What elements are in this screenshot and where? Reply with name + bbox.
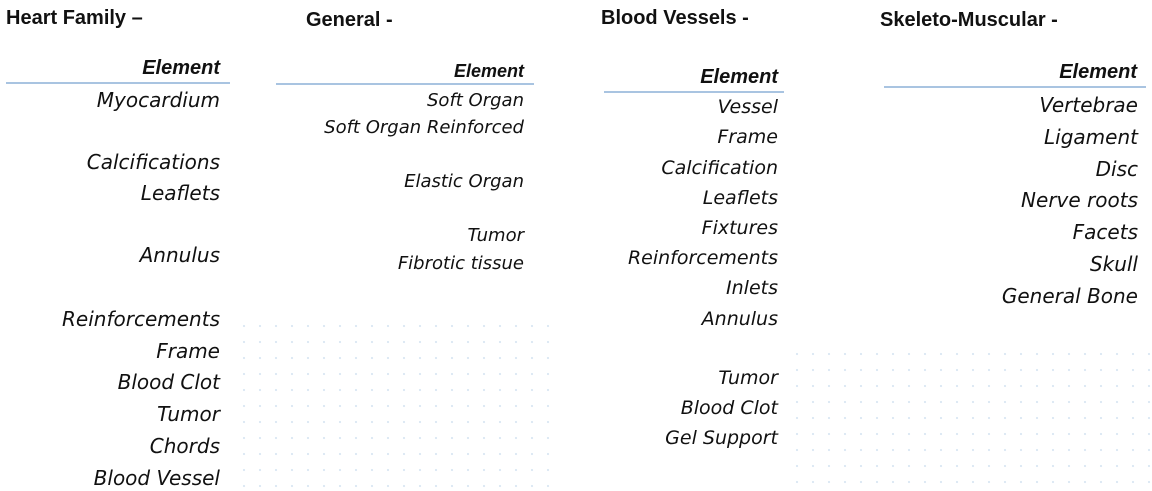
- blood-vessels-title: Blood Vessels -: [601, 7, 749, 29]
- vessels-item: Leaflets: [702, 187, 778, 209]
- heart-item: Annulus: [139, 243, 220, 267]
- skeletal-panel: [862, 40, 1152, 340]
- dot-pattern-left: [232, 312, 562, 491]
- vessels-item: Tumor: [718, 367, 778, 389]
- heart-item: Calcifications: [86, 150, 220, 174]
- vessels-item: Annulus: [701, 308, 778, 330]
- skeletal-element-header: Element: [1059, 61, 1137, 83]
- general-item: Elastic Organ: [404, 171, 524, 192]
- general-item: Tumor: [467, 225, 524, 246]
- vessels-item: Inlets: [726, 277, 778, 299]
- general-header-rule: [276, 83, 534, 85]
- skeletal-item: Disc: [1095, 157, 1138, 181]
- general-element-header: Element: [453, 61, 524, 81]
- heart-header-rule: [6, 82, 230, 84]
- general-panel: [245, 40, 535, 312]
- heart-family-title: Heart Family –: [6, 7, 143, 29]
- vessels-item: Reinforcements: [627, 247, 778, 269]
- skeletal-item: General Bone: [1001, 284, 1138, 308]
- heart-item: Frame: [156, 339, 220, 363]
- skeletal-item: Nerve roots: [1021, 188, 1138, 212]
- general-item: Soft Organ Reinforced: [324, 117, 524, 138]
- vessels-item: Fixtures: [701, 217, 778, 239]
- skeletal-header-rule: [884, 86, 1146, 88]
- skeletal-item: Vertebrae: [1039, 93, 1138, 117]
- vessels-item: Gel Support: [665, 427, 778, 449]
- skeletal-item: Skull: [1089, 252, 1138, 276]
- vessels-item: Calcification: [661, 157, 778, 179]
- general-item: Fibrotic tissue: [397, 253, 524, 274]
- heart-element-header: Element: [142, 57, 220, 79]
- heart-item: Blood Vessel: [93, 466, 220, 490]
- vessels-item: Blood Clot: [680, 397, 778, 419]
- vessels-header-rule: [604, 91, 784, 93]
- heart-item: Myocardium: [96, 88, 220, 112]
- heart-item: Blood Clot: [117, 370, 220, 394]
- dot-pattern-right: [785, 340, 1152, 491]
- vessels-element-header: Element: [700, 66, 778, 88]
- heart-item: Reinforcements: [62, 307, 220, 331]
- general-item: Soft Organ: [427, 90, 524, 111]
- vessels-item: Vessel: [717, 96, 778, 118]
- vessels-item: Frame: [717, 126, 778, 148]
- skeletal-item: Facets: [1072, 220, 1138, 244]
- heart-item: Tumor: [157, 402, 220, 426]
- heart-item: Leaflets: [140, 181, 220, 205]
- skeleto-muscular-title: Skeleto-Muscular -: [880, 9, 1058, 31]
- general-title: General -: [306, 9, 393, 31]
- skeletal-item: Ligament: [1044, 125, 1138, 149]
- heart-item: Chords: [149, 434, 220, 458]
